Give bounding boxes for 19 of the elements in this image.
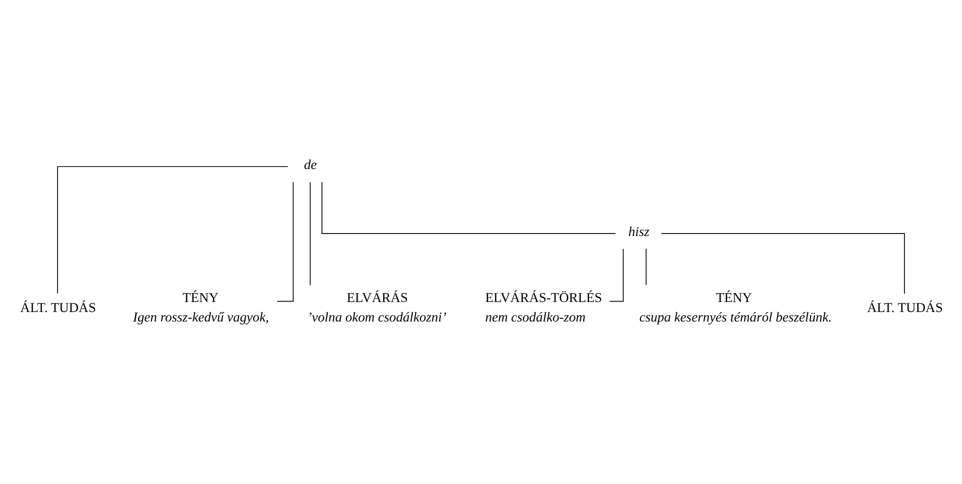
connector bbox=[660, 233, 905, 294]
node-label: csupa kesernyés témáról beszélünk. bbox=[639, 309, 832, 324]
node-text: ÁLT. TUDÁS bbox=[20, 300, 96, 316]
node-text: ELVÁRÁS-TÖRLÉS bbox=[485, 290, 602, 305]
node-text: ÁLT. TUDÁS bbox=[867, 300, 943, 316]
node-text: hisz bbox=[628, 224, 650, 239]
node-text: de bbox=[304, 157, 317, 172]
node-label: Igen rossz-kedvű vagyok, bbox=[132, 309, 269, 324]
connector bbox=[57, 166, 288, 294]
node-text: ELVÁRÁS bbox=[346, 290, 408, 305]
connector bbox=[310, 182, 311, 286]
connector bbox=[322, 182, 616, 234]
node-text: TÉNY bbox=[716, 290, 752, 305]
connector bbox=[276, 182, 294, 302]
node-label: ’volna okom csodálkozni’ bbox=[307, 309, 446, 324]
connector bbox=[609, 248, 624, 302]
node-text: TÉNY bbox=[182, 290, 219, 305]
connector bbox=[646, 248, 647, 286]
node-label: nem csodálko-zom bbox=[485, 309, 586, 324]
